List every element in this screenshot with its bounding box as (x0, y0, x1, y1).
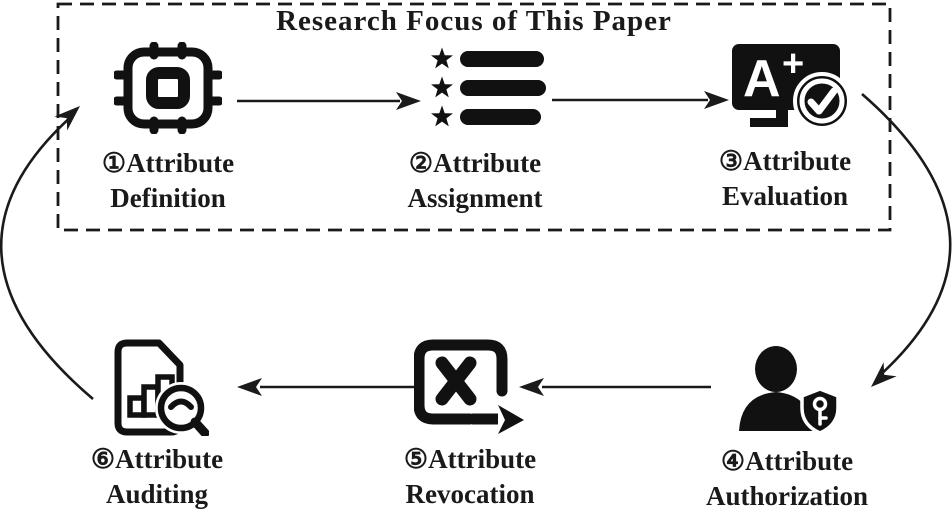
node-label-line1: ⑥Attribute (90, 444, 224, 474)
grade-letter: A (743, 50, 781, 108)
node-attribute-definition: ①Attribute Definition (38, 36, 298, 216)
user-shield-key-icon (734, 340, 840, 438)
node-attribute-revocation: ⑤Attribute Revocation (340, 338, 600, 512)
grade-screen-check-icon: A + (730, 34, 852, 138)
grade-plus: + (782, 43, 804, 85)
node-label-line1: ⑤Attribute (403, 444, 537, 474)
arrow-assignment-to-evaluation (552, 91, 729, 109)
node-label-line2: Authorization (706, 481, 868, 511)
node-label-line1: ③Attribute (718, 146, 852, 176)
arrow-authorization-to-revocation (519, 378, 711, 396)
arrow-evaluation-to-authorization (861, 93, 952, 387)
research-focus-box (56, 2, 892, 232)
node-attribute-auditing: ⑥Attribute Auditing (27, 338, 287, 512)
node-attribute-authorization: ④Attribute Authorization (657, 340, 917, 514)
arrow-definition-to-assignment (237, 92, 421, 110)
node-label-line1: ④Attribute (720, 446, 854, 476)
x-box-exit-arrow-icon (414, 338, 526, 436)
node-label-line2: Auditing (105, 479, 209, 509)
arrow-revocation-to-auditing (237, 378, 417, 396)
diagram-title: Research Focus of This Paper (276, 5, 672, 37)
starred-list-icon (430, 36, 548, 140)
arrow-auditing-to-definition (0, 106, 94, 400)
node-label-line2: Evaluation (721, 181, 849, 211)
node-label-line2: Assignment (407, 183, 543, 213)
node-label-line2: Definition (110, 183, 226, 213)
node-attribute-evaluation: A + ③Attribute Evaluation (655, 34, 915, 214)
node-attribute-assignment: ②Attribute Assignment (345, 36, 605, 216)
report-magnifier-icon (105, 338, 209, 436)
node-label-line1: ①Attribute (101, 148, 235, 178)
cpu-chip-icon (114, 36, 222, 140)
node-label-line1: ②Attribute (408, 148, 542, 178)
node-label-line2: Revocation (405, 479, 535, 509)
